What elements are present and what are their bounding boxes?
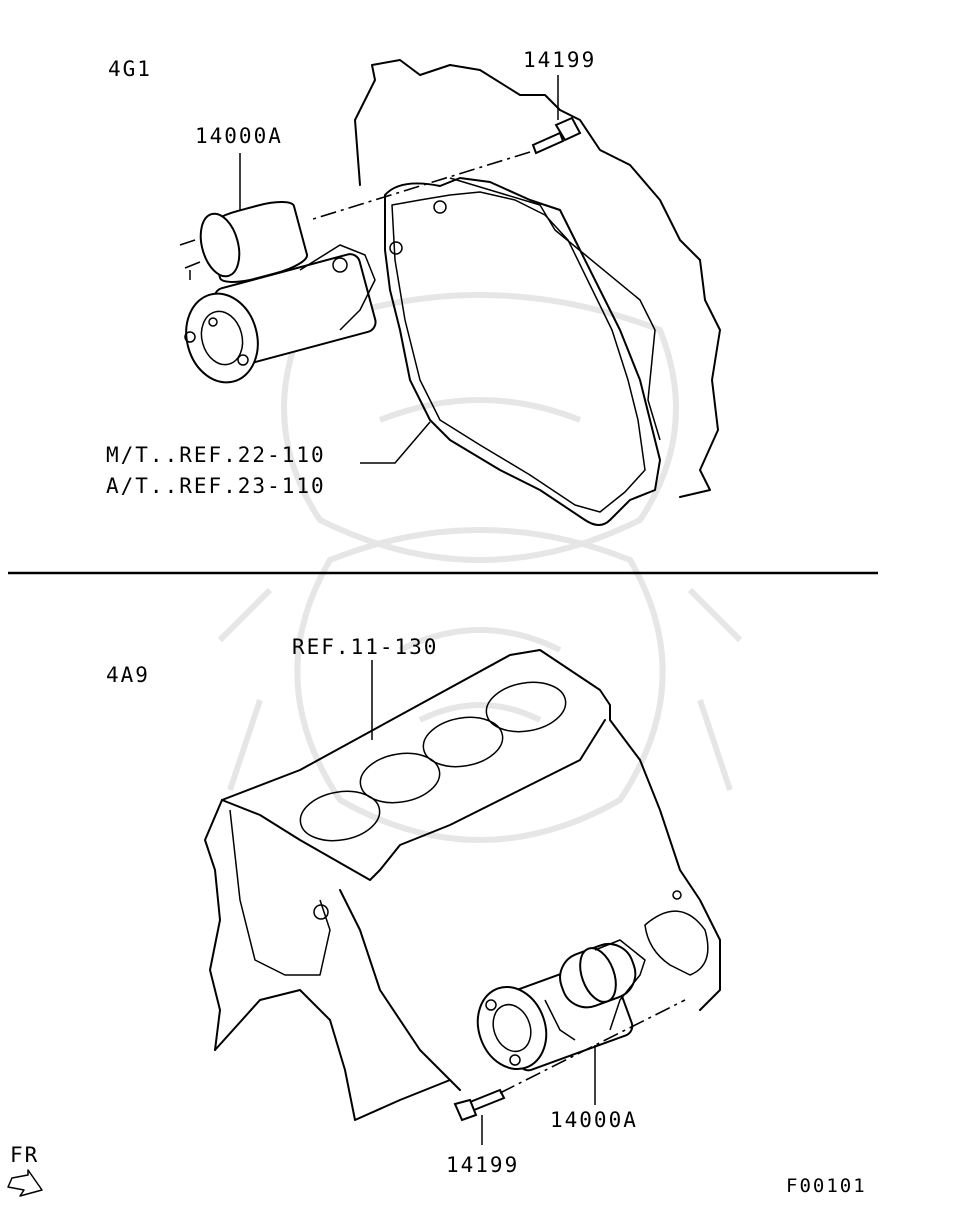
starter-motor-top [179, 201, 377, 384]
engine-block [204, 649, 721, 1121]
watermark-emblem [217, 292, 743, 843]
transmission-housing [354, 59, 721, 526]
bolt-part-number-top: 14199 [523, 48, 596, 72]
bolt-axis-bottom [499, 999, 686, 1094]
bolt-bottom [453, 1088, 506, 1122]
ref-mt-label: M/T..REF.22-110 [106, 443, 326, 467]
block-ref-label: REF.11-130 [292, 635, 438, 659]
bolt-part-number-bottom: 14199 [446, 1153, 519, 1177]
engine-code-4a9: 4A9 [106, 663, 150, 687]
starter-part-number-top: 14000A [195, 124, 283, 148]
bolt-axis-top [309, 151, 531, 221]
bolt-top [531, 116, 582, 155]
figure-code: F00101 [786, 1175, 867, 1197]
direction-label: FR [10, 1143, 39, 1167]
starter-motor-bottom [476, 939, 646, 1072]
ref-at-label: A/T..REF.23-110 [106, 474, 326, 498]
direction-arrow-icon [7, 1169, 43, 1197]
starter-part-number-bottom: 14000A [550, 1108, 638, 1132]
leader-ref-top [360, 421, 431, 464]
engine-code-4g1: 4G1 [108, 57, 152, 81]
